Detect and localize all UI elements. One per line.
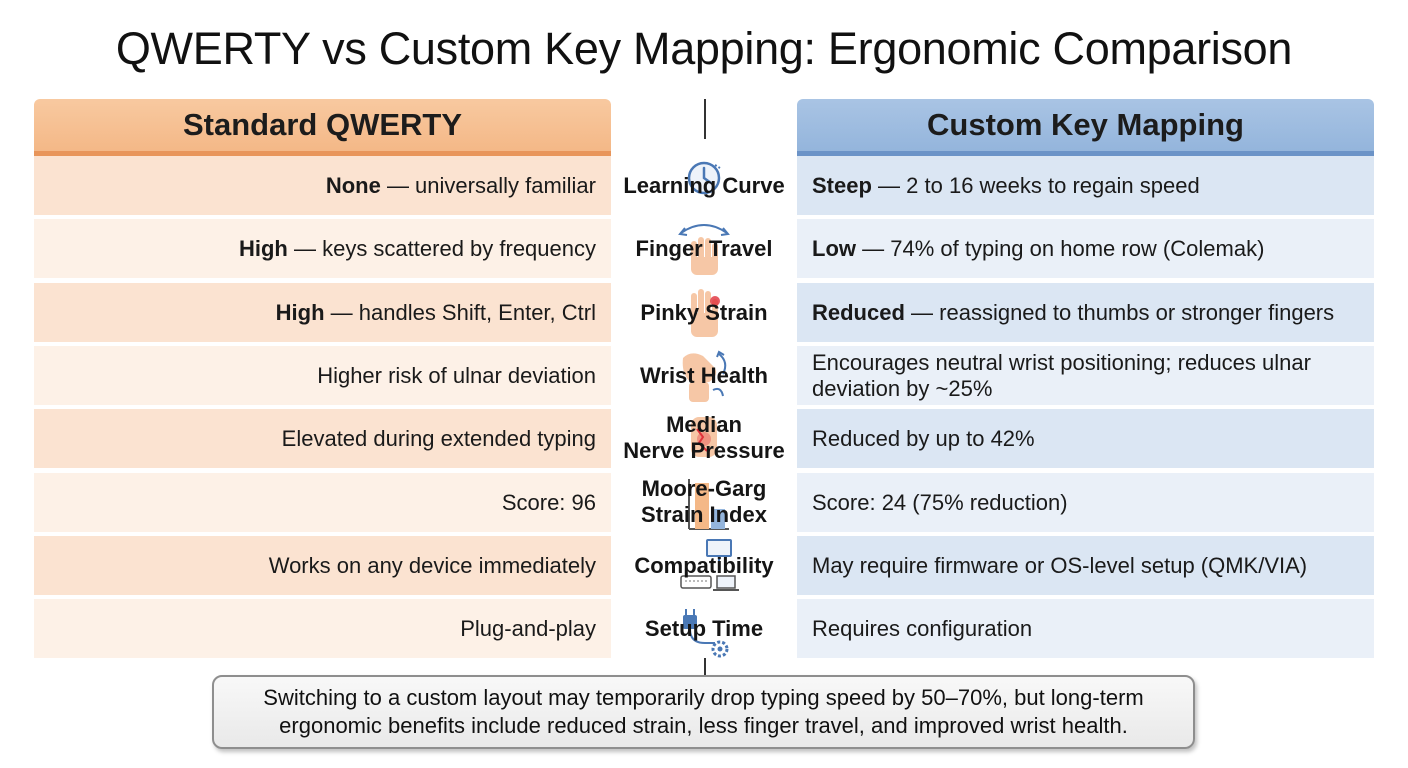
qwerty-cell-text: Plug-and-play [460,616,596,642]
qwerty-description: Score: 96 [501,489,596,515]
custom-cell: May require firmware or OS-level setup (… [797,536,1374,595]
category-setup-time: Setup Time [611,599,797,658]
qwerty-cell-text: Elevated during extended typing [282,426,596,452]
custom-cell: Low — 74% of typing on home row (Colemak… [797,219,1374,278]
qwerty-description: — handles Shift, Enter, Ctrl [324,299,596,325]
category-label-line: Setup Time [644,616,764,641]
qwerty-cell: Higher risk of ulnar deviation [34,346,611,405]
custom-description: Requires configuration [812,615,1033,641]
custom-cell-text: Reduced — reassigned to thumbs or strong… [812,300,1334,326]
qwerty-cell: Works on any device immediately [34,536,611,595]
column-header-custom: Custom Key Mapping [797,99,1374,156]
qwerty-cell: High — handles Shift, Enter, Ctrl [34,283,611,342]
category-label-line: Compatibility [634,553,774,578]
qwerty-cell: Plug-and-play [34,599,611,658]
qwerty-cell: Elevated during extended typing [34,409,611,468]
qwerty-cell: None — universally familiar [34,156,611,215]
qwerty-description: Plug-and-play [460,615,596,641]
qwerty-cell: Score: 96 [34,473,611,532]
custom-cell-text: Steep — 2 to 16 weeks to regain speed [812,173,1200,199]
category-label-line: Learning Curve [623,173,785,198]
category-wrist-health: Wrist Health [611,346,797,405]
custom-cell-text: Reduced by up to 42% [812,426,1035,452]
category-label: Learning Curve [611,173,797,199]
category-label-line: Median [666,412,742,437]
center-axis-top [704,99,706,139]
custom-rating: Reduced [812,299,905,325]
custom-rating: Low [812,235,856,261]
qwerty-cell-text: Higher risk of ulnar deviation [317,363,596,389]
column-header-qwerty: Standard QWERTY [34,99,611,156]
custom-cell: Score: 24 (75% reduction) [797,473,1374,532]
category-label: Setup Time [611,616,797,642]
category-label: Pinky Strain [611,300,797,326]
category-learning-curve: Learning Curve [611,156,797,215]
custom-description: Score: 24 (75% reduction) [812,489,1068,515]
custom-cell-text: May require firmware or OS-level setup (… [812,553,1307,579]
custom-cell-text: Score: 24 (75% reduction) [812,490,1068,516]
category-label-line: Strain Index [641,502,767,527]
custom-description: — reassigned to thumbs or stronger finge… [904,299,1335,325]
qwerty-rating: None [325,172,381,198]
category-label: Compatibility [611,553,797,579]
category-label: Wrist Health [611,363,797,389]
qwerty-rating: High [275,299,325,325]
category-label-line: Wrist Health [640,363,768,388]
summary-note: Switching to a custom layout may tempora… [212,675,1195,749]
custom-cell: Encourages neutral wrist positioning; re… [797,346,1374,405]
qwerty-rating: High [238,235,288,261]
custom-cell-text: Requires configuration [812,616,1032,642]
custom-description: Reduced by up to 42% [812,425,1035,451]
qwerty-description: Works on any device immediately [268,552,596,578]
page-title: QWERTY vs Custom Key Mapping: Ergonomic … [115,23,1293,74]
qwerty-description: — universally familiar [380,172,596,198]
qwerty-cell-text: Works on any device immediately [269,553,596,579]
custom-description: — 74% of typing on home row (Colemak) [856,235,1265,261]
custom-description: — 2 to 16 weeks to regain speed [871,172,1200,198]
custom-cell: Reduced — reassigned to thumbs or strong… [797,283,1374,342]
category-compatibility: Compatibility [611,536,797,595]
qwerty-description: Elevated during extended typing [281,425,596,451]
category-finger-travel: Finger Travel [611,219,797,278]
center-axis-bottom [704,658,706,676]
qwerty-cell-text: High — handles Shift, Enter, Ctrl [276,300,596,326]
qwerty-cell-text: High — keys scattered by frequency [239,236,596,262]
category-label-line: Pinky Strain [640,300,768,325]
custom-cell: Reduced by up to 42% [797,409,1374,468]
custom-cell-text: Low — 74% of typing on home row (Colemak… [812,236,1264,262]
category-label-line: Moore-Garg [641,476,767,501]
custom-cell: Steep — 2 to 16 weeks to regain speed [797,156,1374,215]
category-label-line: Nerve Pressure [623,438,785,463]
qwerty-cell: High — keys scattered by frequency [34,219,611,278]
qwerty-description: — keys scattered by frequency [287,235,596,261]
custom-cell-text: Encourages neutral wrist positioning; re… [812,350,1364,402]
category-label-line: Finger Travel [635,236,773,261]
custom-description: Encourages neutral wrist positioning; re… [812,349,1311,401]
custom-rating: Steep [812,172,872,198]
custom-cell: Requires configuration [797,599,1374,658]
qwerty-cell-text: None — universally familiar [326,173,596,199]
category-pinky-strain: Pinky Strain [611,283,797,342]
qwerty-cell-text: Score: 96 [502,490,596,516]
qwerty-description: Higher risk of ulnar deviation [317,362,596,388]
custom-description: May require firmware or OS-level setup (… [812,552,1308,578]
category-label: Finger Travel [611,236,797,262]
